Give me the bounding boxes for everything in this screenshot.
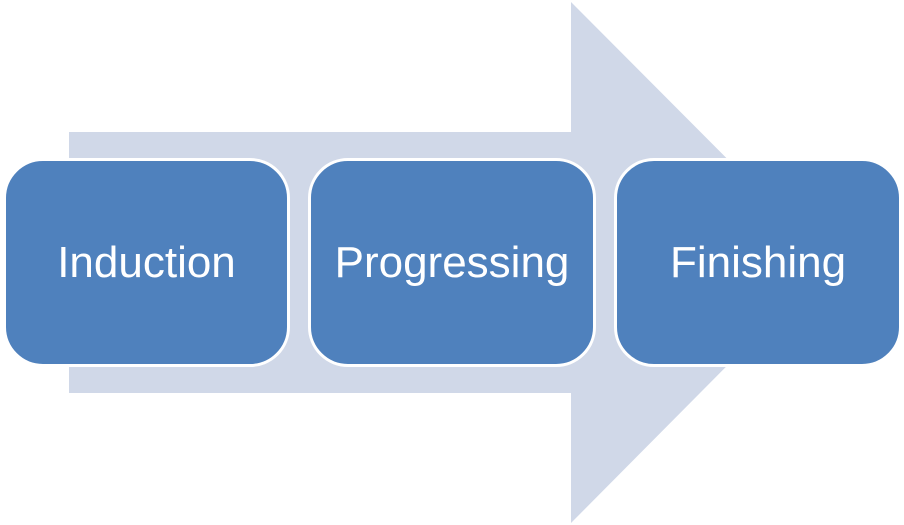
stage-induction: Induction (3, 158, 290, 367)
stage-label: Finishing (669, 237, 847, 287)
stage-progressing: Progressing (308, 158, 596, 367)
stage-finishing: Finishing (614, 158, 902, 367)
stage-label: Induction (57, 237, 236, 287)
stage-label: Progressing (334, 237, 570, 287)
